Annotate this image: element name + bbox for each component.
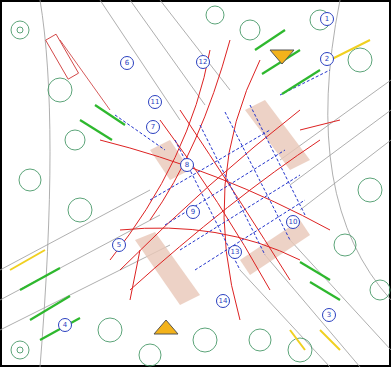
callout-number: 6 [120, 56, 134, 70]
callout-number: 10 [286, 215, 300, 229]
callout-number: 3 [322, 308, 336, 322]
callout-number: 5 [112, 238, 126, 252]
callout-number: 7 [146, 120, 160, 134]
callout-number: 11 [148, 95, 162, 109]
callout-number: 13 [228, 245, 242, 259]
callout-number: 2 [320, 52, 334, 66]
callout-number: 8 [180, 158, 194, 172]
callout-number: 12 [196, 55, 210, 69]
callout-number: 9 [186, 205, 200, 219]
callout-number: 4 [58, 318, 72, 332]
callout-number: 1 [320, 12, 334, 26]
callout-number: 14 [216, 294, 230, 308]
